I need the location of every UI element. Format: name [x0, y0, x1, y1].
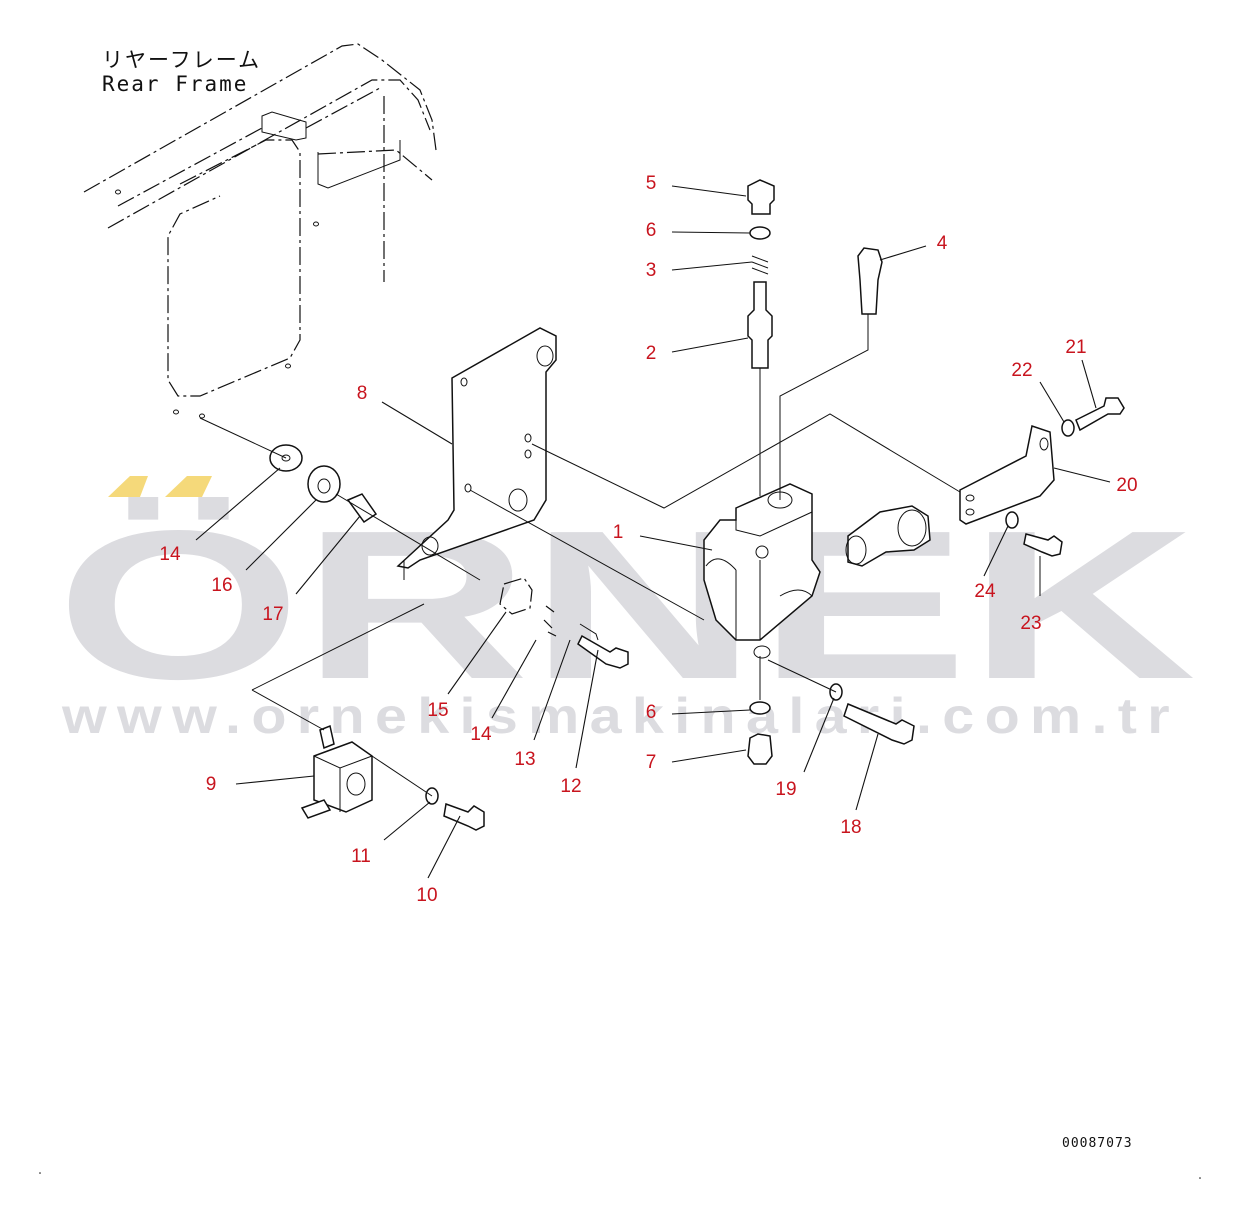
pin-assembly	[499, 577, 599, 641]
frame-label-english: Rear Frame	[102, 72, 249, 96]
fitting-4	[779, 247, 883, 500]
callout-13: 13	[514, 749, 535, 770]
callouts: 1 2 3 4 5 6 6 7 8 9 10 11 12 13 14 14 15…	[159, 173, 1137, 906]
valve-body	[703, 483, 821, 659]
callout-6-top: 6	[646, 220, 657, 241]
callout-6-bottom: 6	[646, 702, 657, 723]
callout-2: 2	[646, 343, 657, 364]
bolts	[443, 397, 1125, 831]
callout-20: 20	[1116, 475, 1137, 496]
small-bracket	[959, 425, 1055, 525]
bracket-plate	[396, 327, 557, 569]
watermark-url: www.ornekismakinalari.com.tr	[61, 688, 1180, 744]
callout-22: 22	[1011, 360, 1032, 381]
washers-left	[199, 417, 481, 581]
callout-10: 10	[416, 885, 437, 906]
callout-15: 15	[427, 700, 448, 721]
assembly-lines	[251, 413, 1041, 797]
rear-frame-outline	[83, 43, 437, 419]
callout-16: 16	[211, 575, 232, 596]
callout-18: 18	[840, 817, 861, 838]
callout-24: 24	[974, 581, 996, 602]
callout-21: 21	[1065, 337, 1086, 358]
callout-11: 11	[351, 846, 371, 867]
watermark: ÖRNEK www.ornekismakinalari.com.tr	[56, 476, 1196, 744]
callout-7: 7	[646, 752, 657, 773]
watermark-accent-right	[165, 476, 212, 497]
callout-19: 19	[775, 779, 796, 800]
elbow-fitting	[845, 505, 931, 567]
callout-8: 8	[357, 383, 368, 404]
callout-3: 3	[646, 260, 657, 281]
watermark-accent-left	[108, 476, 148, 497]
callout-23: 23	[1020, 613, 1041, 634]
frame-label-japanese: リヤーフレーム	[102, 48, 262, 72]
callout-4: 4	[937, 233, 948, 254]
callout-14-left: 14	[159, 544, 181, 565]
callout-5: 5	[646, 173, 657, 194]
callout-14-center: 14	[470, 724, 492, 745]
watermark-brand: ÖRNEK	[56, 486, 1196, 723]
drawing-id: 00087073	[1062, 1136, 1133, 1151]
callout-17: 17	[262, 604, 283, 625]
solenoid	[300, 724, 373, 819]
callout-9: 9	[206, 774, 217, 795]
callout-12: 12	[560, 776, 581, 797]
bottom-plug	[747, 701, 773, 765]
callout-1: 1	[613, 522, 624, 543]
spool-stack	[747, 179, 775, 496]
corner-marks	[39, 1172, 1201, 1179]
leader-lines	[195, 185, 1111, 879]
